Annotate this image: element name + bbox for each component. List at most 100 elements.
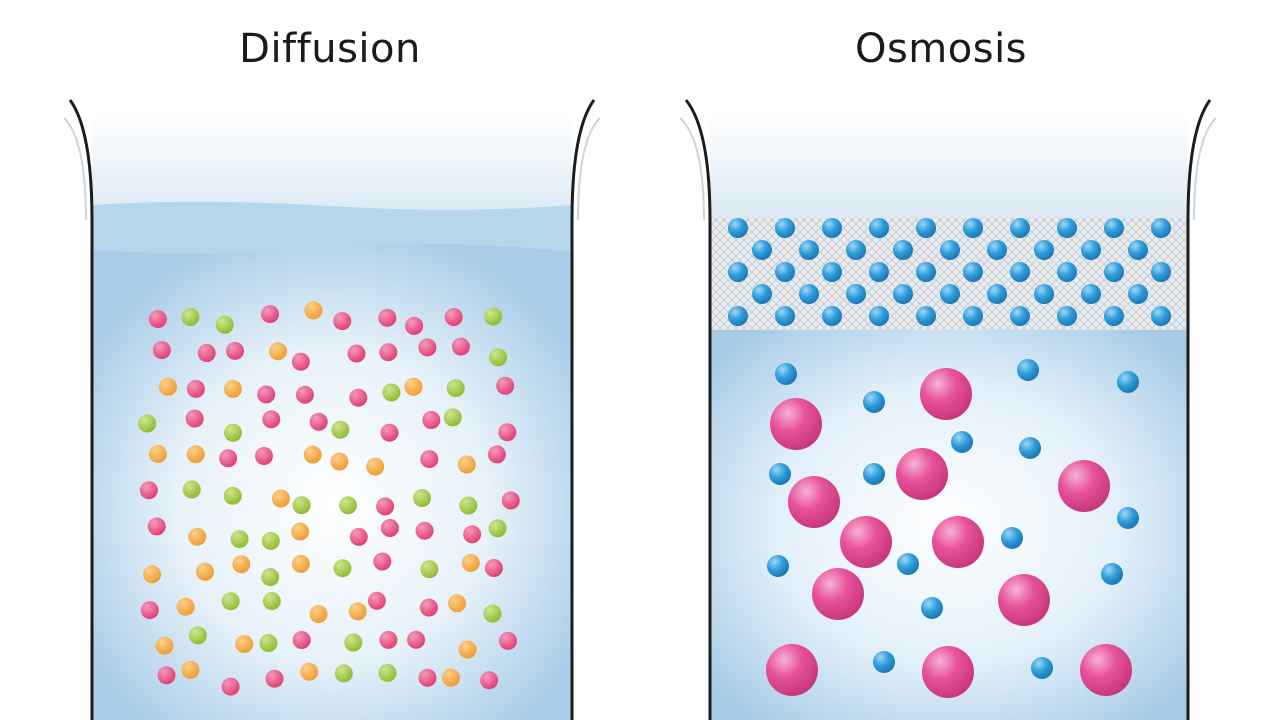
solute-particle <box>461 553 480 572</box>
water-molecule <box>728 218 748 238</box>
water-molecule <box>963 218 983 238</box>
solute-particle <box>480 671 499 690</box>
water-molecule <box>963 262 983 282</box>
solute-particle <box>223 379 242 398</box>
solute-particle <box>291 352 310 371</box>
solute-particle <box>333 559 352 578</box>
water-molecule <box>863 463 885 485</box>
solute-particle <box>920 368 972 420</box>
water-molecule <box>1117 371 1139 393</box>
solute-particle <box>932 516 984 568</box>
beaker-air-space <box>92 110 572 220</box>
solute-particle <box>457 455 476 474</box>
solute-particle <box>221 677 240 696</box>
beaker-left-wall <box>684 99 712 720</box>
solute-particle <box>188 527 207 546</box>
solute-particle <box>998 574 1050 626</box>
water-molecule <box>1001 527 1023 549</box>
beaker-lip-highlight <box>63 117 87 221</box>
solute-particle <box>444 308 463 326</box>
water-molecule <box>951 431 973 453</box>
water-molecule <box>799 240 819 260</box>
water-molecule <box>921 597 943 619</box>
solute-particle <box>405 316 424 335</box>
solute-particle <box>262 592 281 611</box>
solute-particle <box>330 452 349 471</box>
solute-particle <box>261 305 279 324</box>
solute-particle <box>339 496 357 515</box>
beaker-lip-highlight <box>1193 117 1217 221</box>
solute-particle <box>366 457 385 476</box>
water-molecule <box>897 553 919 575</box>
diffusion-title: Diffusion <box>239 26 421 72</box>
water-molecule <box>752 240 772 260</box>
solute-particle <box>418 668 437 687</box>
water-molecule <box>1057 218 1077 238</box>
solute-particle <box>235 635 254 653</box>
solute-particle <box>418 338 437 357</box>
solute-particle <box>226 341 244 360</box>
water-molecule <box>799 284 819 304</box>
water-molecule <box>846 284 866 304</box>
solute-particle <box>382 383 401 402</box>
water-molecule <box>1117 507 1139 529</box>
osmosis-particles <box>766 359 1139 698</box>
water-molecule <box>869 306 889 326</box>
water-molecule <box>1104 218 1124 238</box>
water-molecule <box>869 262 889 282</box>
solute-particle <box>349 388 368 407</box>
beaker-right-wall <box>570 99 596 720</box>
water-molecule <box>1031 657 1053 679</box>
water-molecule <box>1151 306 1171 326</box>
water-molecule <box>1034 240 1054 260</box>
solute-particle <box>215 315 234 334</box>
water-molecule <box>775 218 795 238</box>
solute-particle <box>380 519 399 537</box>
solute-particle <box>489 348 508 367</box>
water-molecule <box>846 240 866 260</box>
solute-particle <box>376 497 395 516</box>
water-molecule <box>869 218 889 238</box>
solute-particle <box>446 379 465 398</box>
water-molecule <box>1101 563 1123 585</box>
solute-particle <box>463 525 482 544</box>
solute-particle <box>155 636 174 655</box>
solute-particle <box>333 312 352 331</box>
solute-particle <box>379 343 398 362</box>
water-molecule <box>822 306 842 326</box>
solute-particle <box>219 449 238 468</box>
solute-particle <box>344 633 363 652</box>
solute-particle <box>291 522 310 541</box>
water-molecule <box>1081 284 1101 304</box>
solute-particle <box>230 530 249 549</box>
solute-particle <box>407 630 426 649</box>
solute-particle <box>487 445 506 464</box>
solute-particle <box>232 555 251 574</box>
solute-particle <box>484 559 503 577</box>
solute-particle <box>922 646 974 698</box>
solute-particle <box>262 410 281 429</box>
solute-particle <box>499 631 517 650</box>
water-molecule <box>1034 284 1054 304</box>
solute-particle <box>223 486 242 505</box>
water-molecule <box>775 262 795 282</box>
solute-particle <box>295 385 314 404</box>
water-molecule <box>1017 359 1039 381</box>
solute-particle <box>1058 460 1110 512</box>
solute-particle <box>159 377 177 396</box>
water-molecule <box>1104 262 1124 282</box>
solute-particle <box>261 568 280 587</box>
solute-particle <box>291 554 310 573</box>
solute-particle <box>269 342 287 361</box>
water-molecule <box>822 262 842 282</box>
solute-particle <box>181 660 200 679</box>
solute-particle <box>292 496 311 515</box>
solute-particle <box>484 307 503 326</box>
membrane-water-molecules <box>728 218 1171 326</box>
beaker-right-wall <box>1186 99 1212 720</box>
water-molecule <box>893 284 913 304</box>
solute-particle <box>420 560 439 579</box>
solute-particle <box>1080 644 1132 696</box>
solute-particle <box>413 489 432 507</box>
